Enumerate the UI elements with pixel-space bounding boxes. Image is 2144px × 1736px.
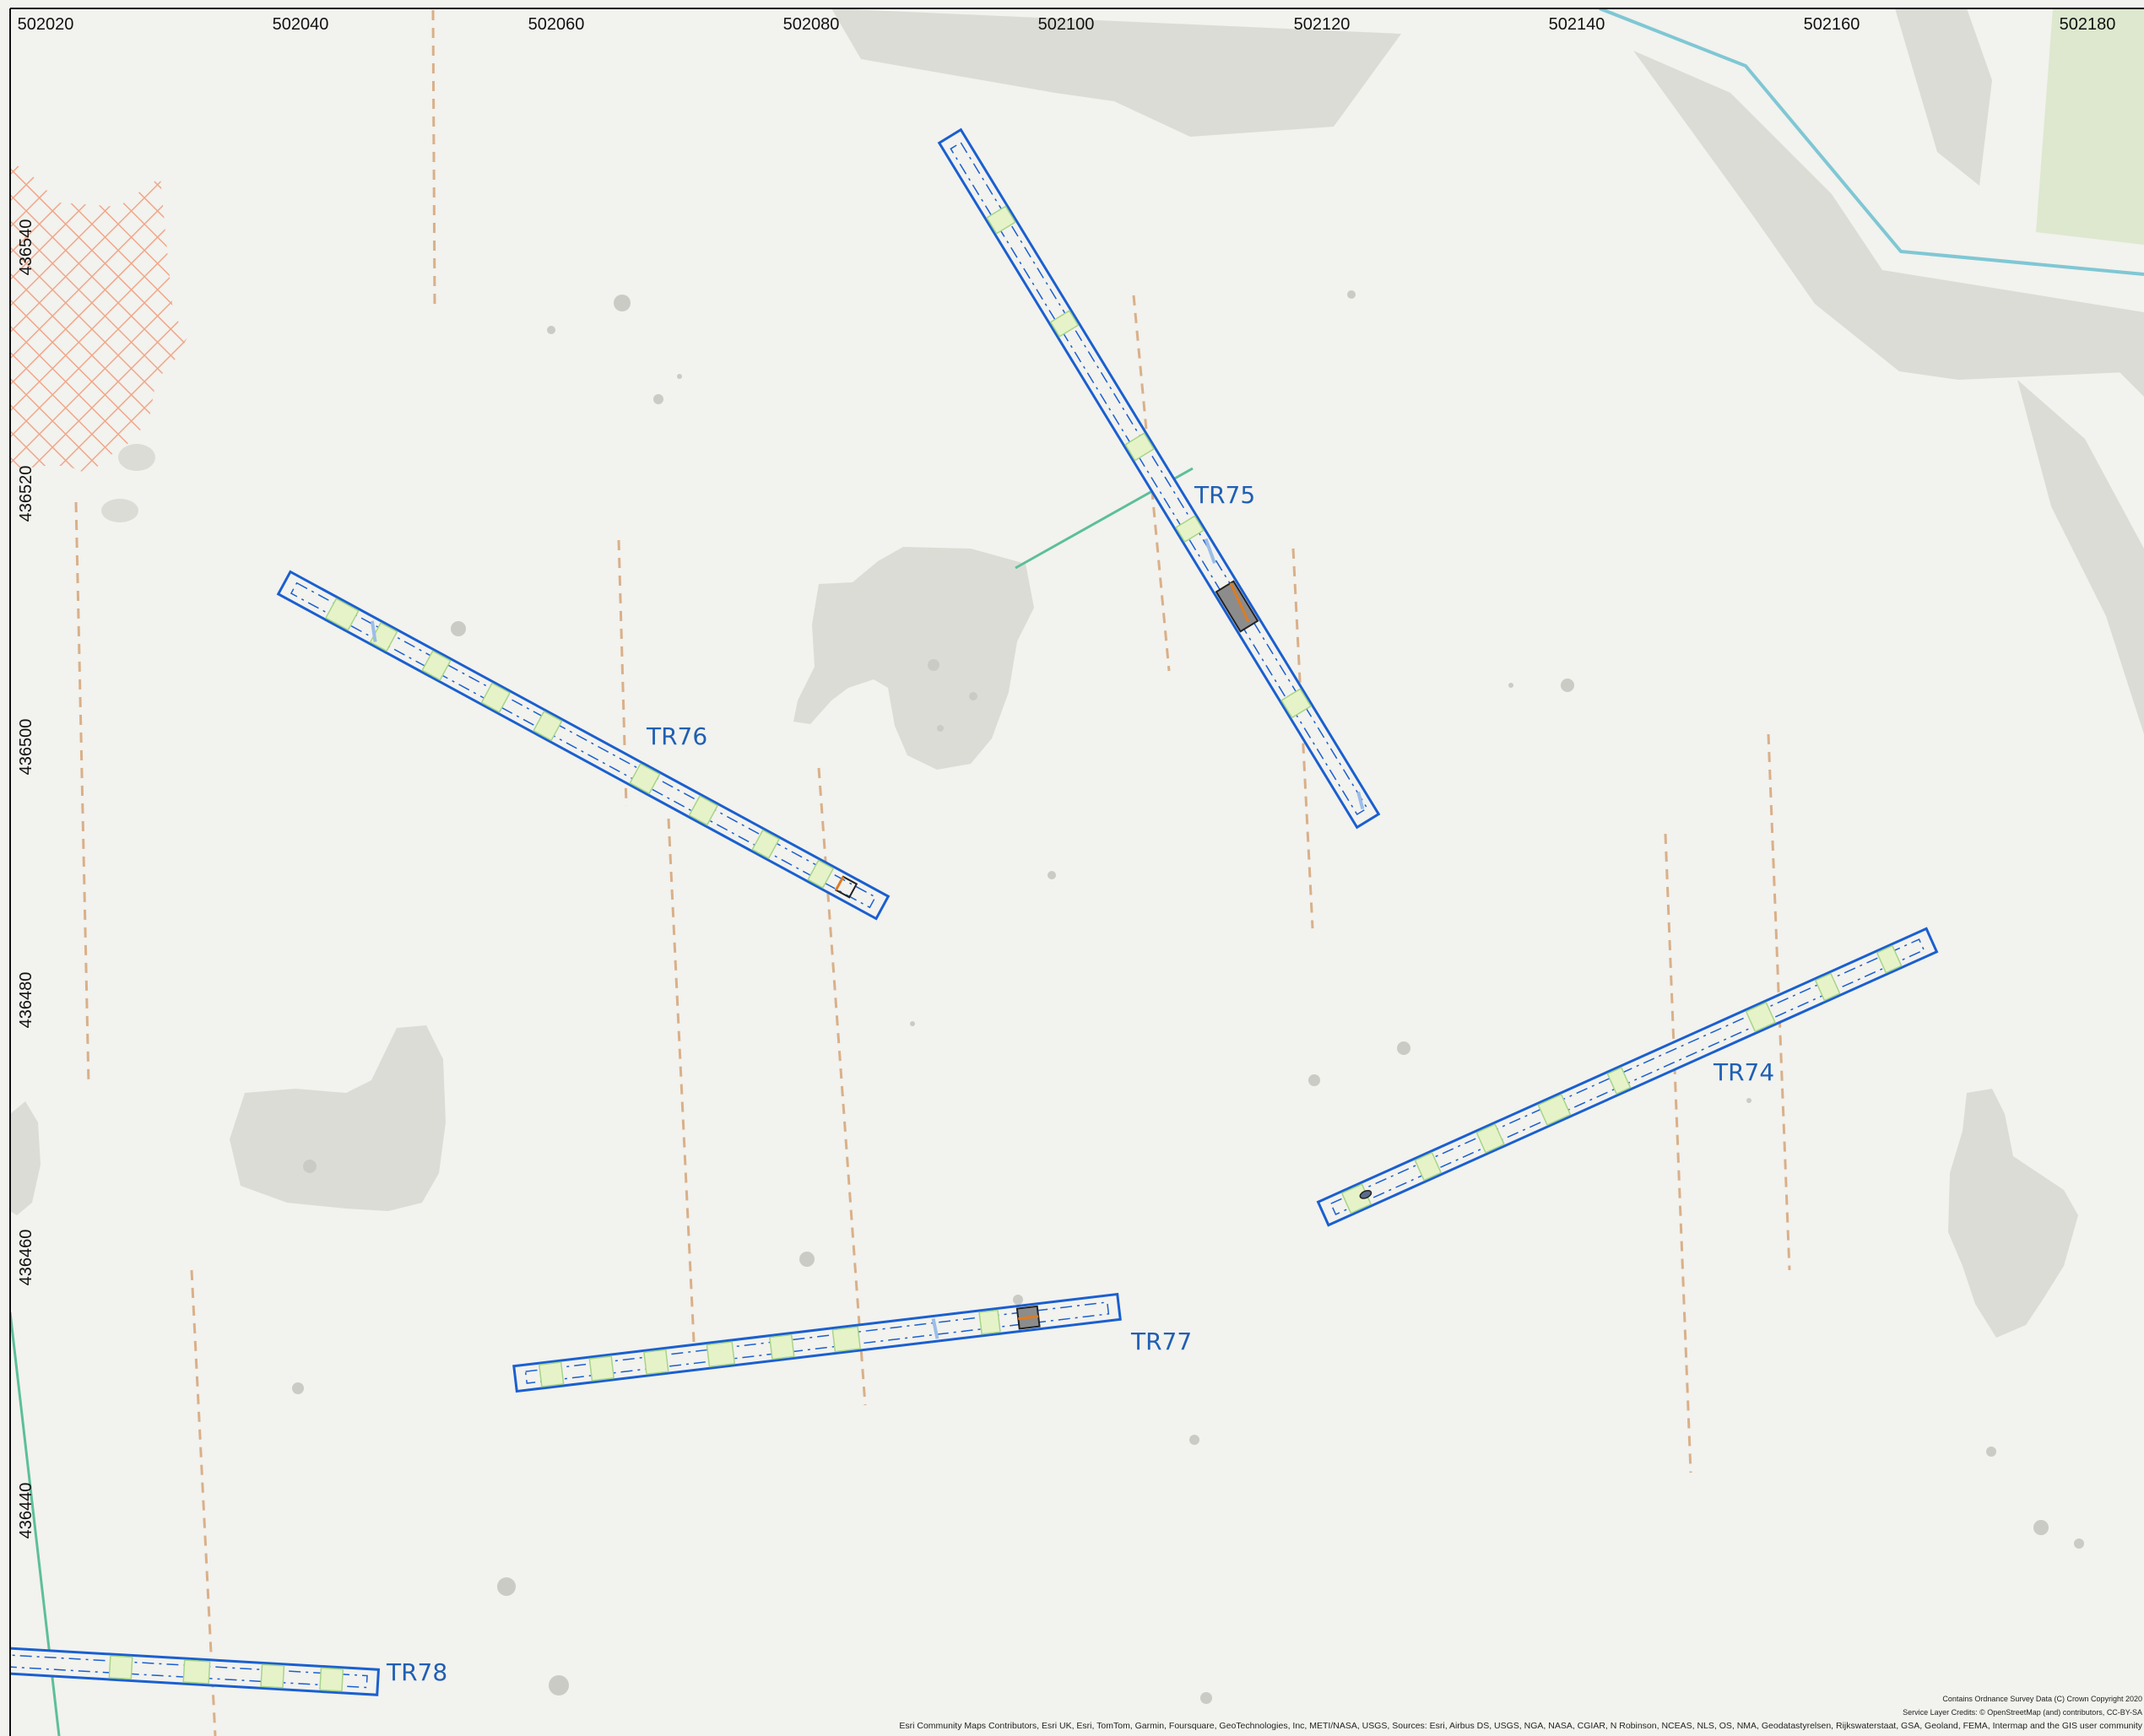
- trench-label-tr77: TR77: [1130, 1328, 1192, 1355]
- trench-tr76[interactable]: [276, 570, 891, 921]
- attribution: Contains Ordnance Survey Data (C) Crown …: [899, 1695, 2142, 1731]
- hatched-area: [10, 160, 187, 474]
- northing-label: 436440: [17, 1483, 35, 1539]
- attribution-line-2: Service Layer Credits: © OpenStreetMap (…: [1903, 1708, 2142, 1717]
- trench-label-tr75: TR75: [1194, 481, 1255, 509]
- northing-label: 436500: [17, 719, 35, 776]
- green-area: [2036, 8, 2144, 245]
- landform-right-strip: [2017, 380, 2144, 734]
- northing-label: 436480: [17, 972, 35, 1029]
- landform-blob-2: [101, 499, 138, 522]
- easting-label: 502020: [18, 15, 74, 34]
- easting-label: 502160: [1804, 15, 1860, 34]
- easting-label: 502100: [1038, 15, 1095, 34]
- landform-center: [793, 547, 1034, 770]
- easting-label: 502180: [2060, 15, 2116, 34]
- trench-tr78[interactable]: [0, 1644, 381, 1696]
- northing-label: 436460: [17, 1230, 35, 1286]
- point-features: [292, 290, 2084, 1704]
- trench-tr75[interactable]: [937, 127, 1381, 830]
- landform-top-right-a: [1633, 51, 2144, 380]
- stream-line: [1599, 8, 2144, 276]
- easting-label: 502120: [1294, 15, 1351, 34]
- trench-label-tr76: TR76: [646, 722, 707, 750]
- easting-label: 502080: [783, 15, 840, 34]
- northing-label: 436540: [17, 219, 35, 276]
- landform-top-center: [831, 8, 1401, 137]
- trench-tr77[interactable]: [512, 1292, 1122, 1393]
- easting-label: 502060: [528, 15, 585, 34]
- northing-label: 436520: [17, 466, 35, 522]
- trench-label-tr78: TR78: [386, 1658, 447, 1686]
- trench-tr74[interactable]: [1316, 927, 1939, 1227]
- landform-lower-left: [230, 1025, 446, 1211]
- attribution-line-1: Contains Ordnance Survey Data (C) Crown …: [1942, 1695, 2142, 1703]
- landform-right-corner: [2102, 354, 2144, 397]
- landform-blob-1: [118, 444, 155, 471]
- landform-left-edge: [10, 1101, 41, 1215]
- easting-labels: 502020 502040 502060 502080 502100 50212…: [18, 15, 2116, 34]
- easting-label: 502040: [273, 15, 329, 34]
- trench-label-tr74: TR74: [1713, 1058, 1774, 1086]
- easting-label: 502140: [1549, 15, 1605, 34]
- landform-top-right-b: [1895, 8, 1992, 186]
- landform-right-lower: [1948, 1089, 2078, 1338]
- northing-labels: 436540 436520 436500 436480 436460 43644…: [17, 219, 35, 1539]
- attribution-line-3: Esri Community Maps Contributors, Esri U…: [899, 1721, 2142, 1731]
